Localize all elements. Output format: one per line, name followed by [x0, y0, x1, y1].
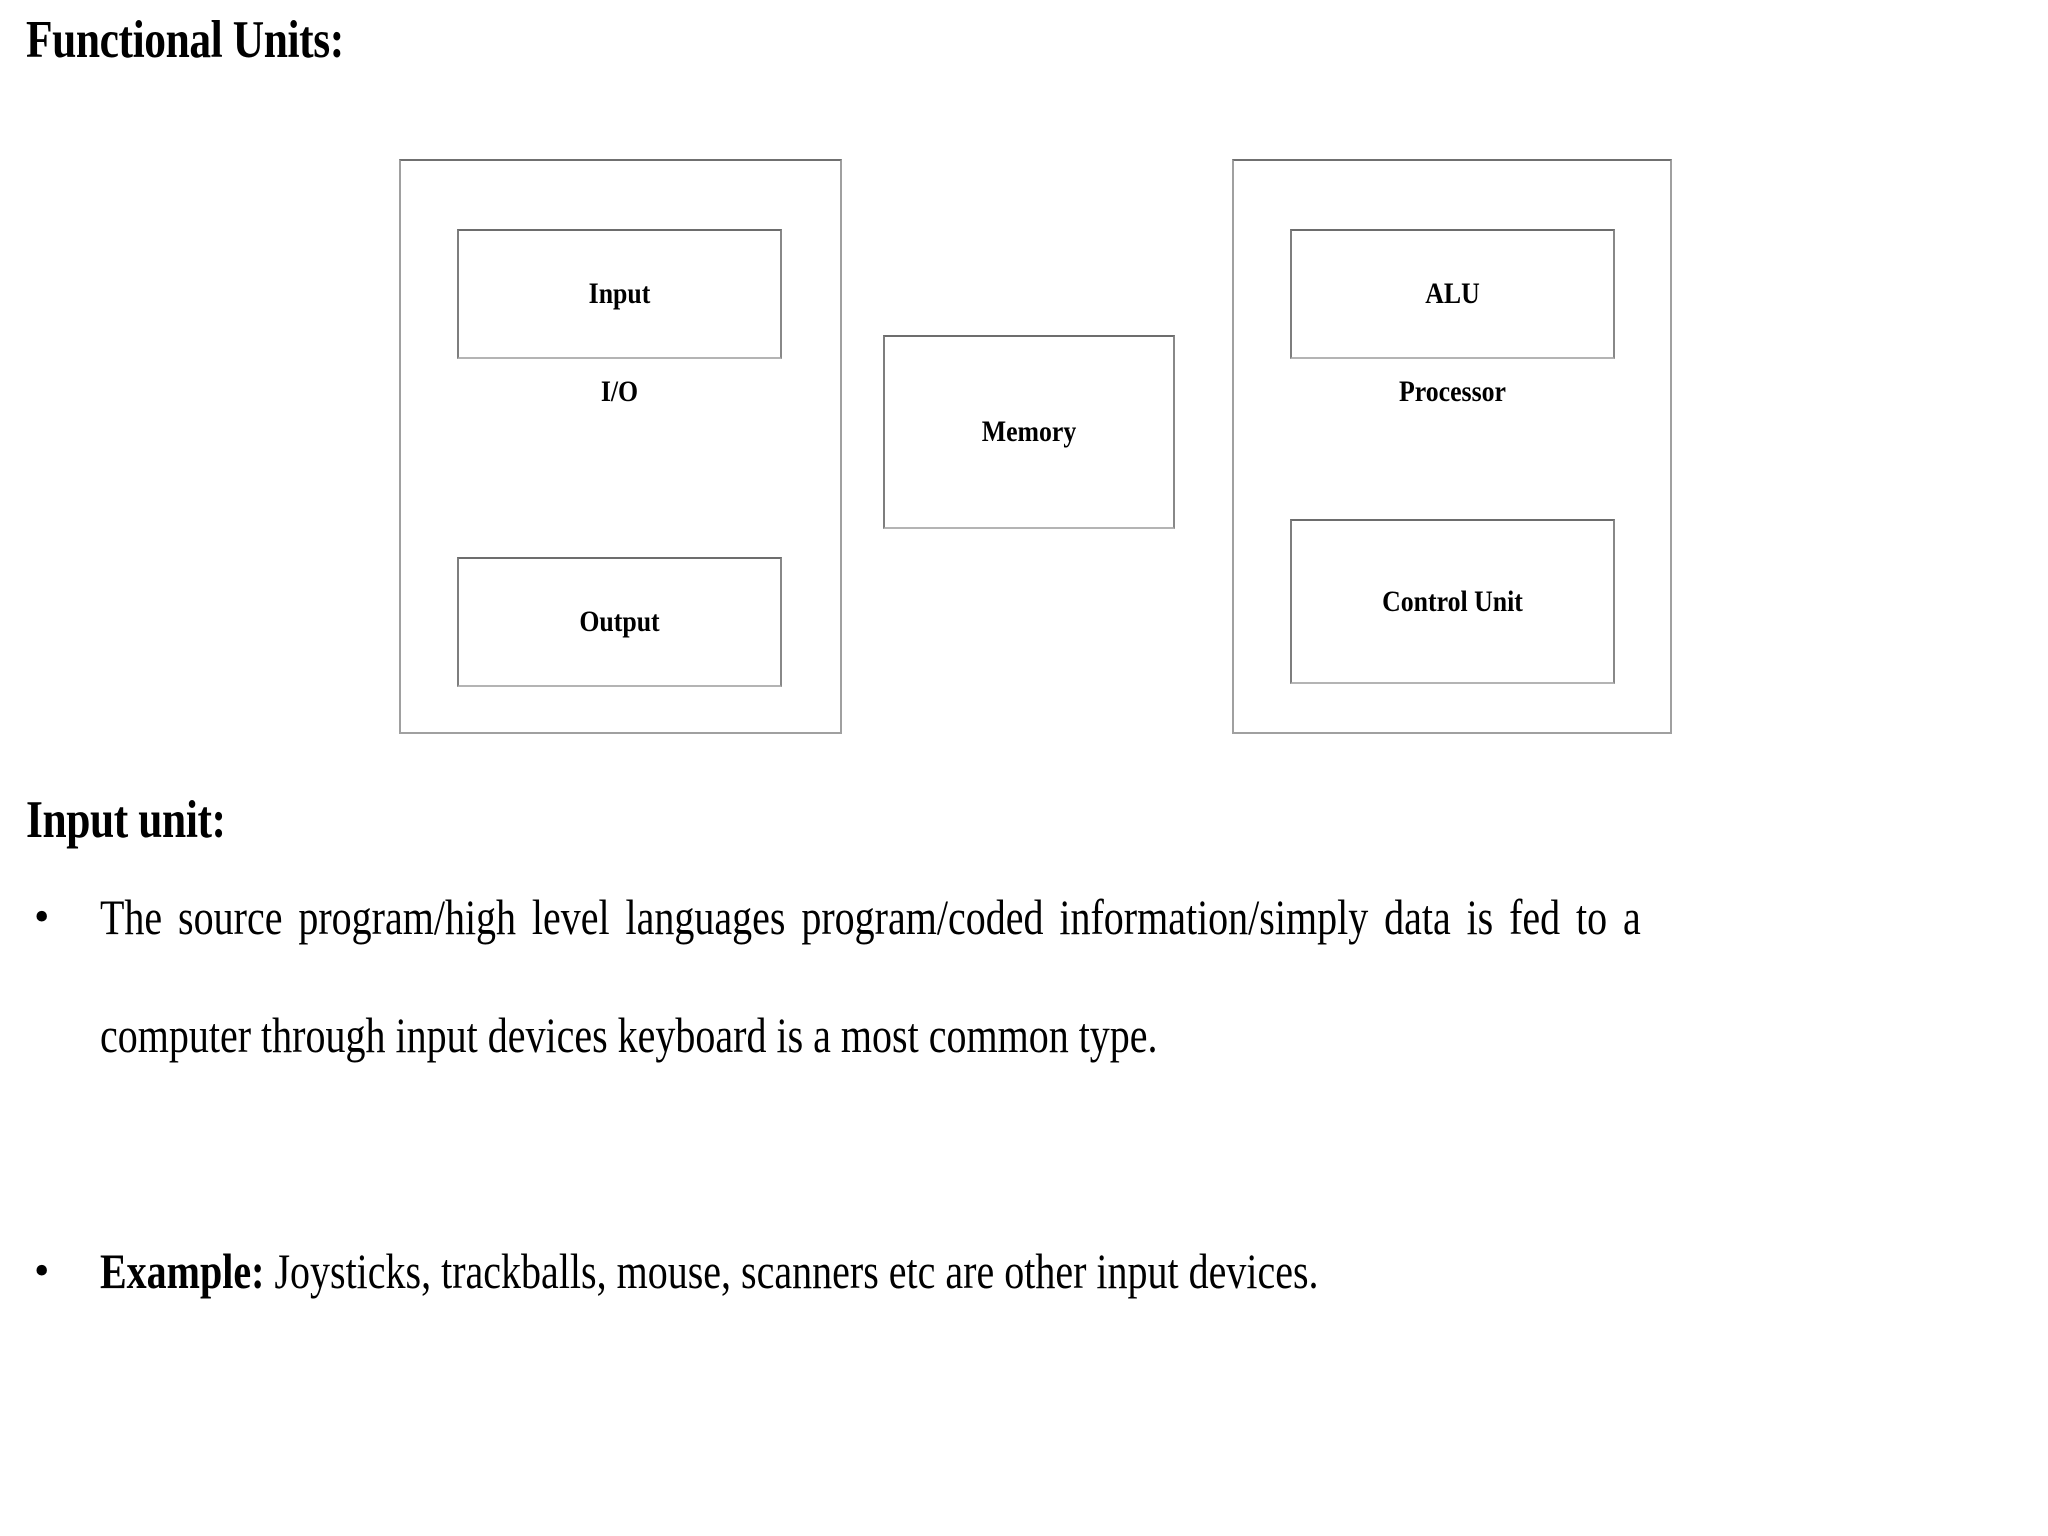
io-unit-label: I/O — [600, 375, 639, 408]
section-heading-input-unit: Input unit: — [26, 791, 226, 849]
alu-label: ALU — [1425, 277, 1480, 310]
memory-label: Memory — [981, 415, 1077, 448]
memory-box: Memory — [883, 335, 1175, 529]
page-title: Functional Units: — [26, 11, 344, 69]
bullet-marker-icon: • — [34, 892, 50, 941]
input-unit-box: Input — [457, 229, 782, 359]
bullet-text-2: Example: Joysticks, trackballs, mouse, s… — [100, 1212, 1641, 1330]
input-unit-label: Input — [588, 277, 651, 310]
bullet-text-1: The source program/high level languages … — [100, 889, 1641, 1063]
processor-label: Processor — [1399, 375, 1506, 408]
control-unit-box: Control Unit — [1290, 519, 1615, 684]
bullet-item-1: • The source program/high level language… — [22, 858, 2026, 1094]
output-unit-label: Output — [579, 605, 660, 638]
bullet-lead-example: Example: — [100, 1243, 265, 1299]
alu-box: ALU — [1290, 229, 1615, 359]
functional-units-diagram: Input I/O Output Memory ALU Processor Co… — [0, 0, 2048, 760]
bullet-marker-icon: • — [34, 1246, 50, 1295]
bullet-item-2: • Example: Joysticks, trackballs, mouse,… — [22, 1212, 2026, 1330]
control-unit-label: Control Unit — [1382, 584, 1523, 618]
bullet-text-2-body: Joysticks, trackballs, mouse, scanners e… — [264, 1243, 1319, 1299]
output-unit-box: Output — [457, 557, 782, 687]
